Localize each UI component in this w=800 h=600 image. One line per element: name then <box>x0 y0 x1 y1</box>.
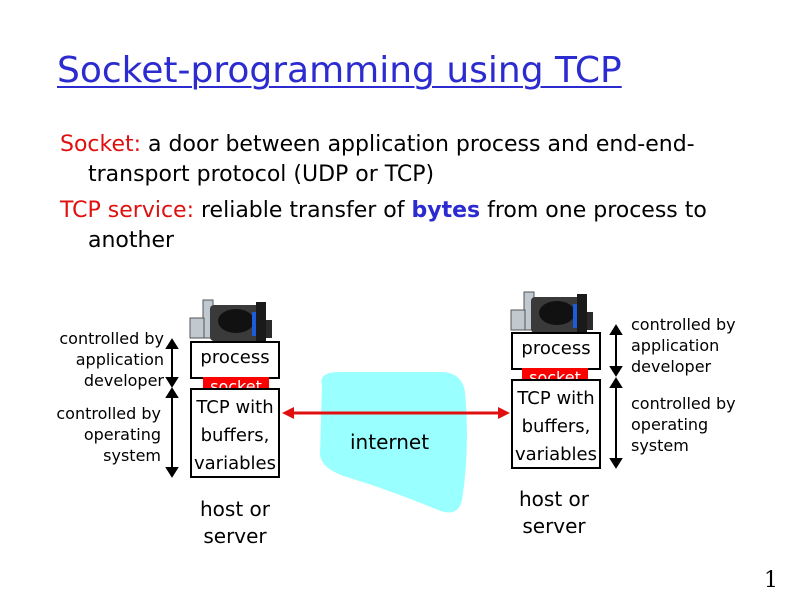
right-controlled-by-app: controlled by application developer <box>631 315 736 376</box>
page-number: 1 <box>764 568 778 593</box>
right-tcp-box: TCP with buffers, variables <box>511 379 601 469</box>
internet-cloud <box>320 372 467 513</box>
computer-icon-right <box>510 291 593 334</box>
right-process-box: process <box>511 332 601 370</box>
left-os-bracket <box>165 387 179 478</box>
left-process-box: process <box>190 341 280 379</box>
right-host-label: host or server <box>519 487 589 538</box>
right-app-bracket <box>609 324 623 377</box>
left-tcp-box: TCP with buffers, variables <box>190 388 280 478</box>
slide-title: Socket-programming using TCP <box>57 50 622 91</box>
left-controlled-by-os: controlled by operating system <box>56 404 161 465</box>
tcp-connection-arrow <box>282 407 510 419</box>
computer-icon-left <box>189 299 272 342</box>
internet-label: internet <box>350 430 430 454</box>
term-socket: Socket: <box>60 132 142 157</box>
left-controlled-by-app: controlled by application developer <box>59 329 164 390</box>
term-tcp-service: TCP service: <box>60 198 194 223</box>
bullet-socket: Socket: a door between application proce… <box>60 130 778 190</box>
right-os-bracket <box>609 377 623 469</box>
bullet-tcp-text-before: reliable transfer of <box>194 198 412 223</box>
bullet-socket-text: a door between application process and e… <box>88 132 695 187</box>
right-controlled-by-os: controlled by operating system <box>631 394 736 455</box>
bullet-tcp-text-after: from one process to another <box>88 198 707 253</box>
bullet-tcp-service: TCP service: reliable transfer of bytes … <box>60 196 778 256</box>
left-host-label: host or server <box>200 497 270 548</box>
bold-bytes: bytes <box>411 198 481 223</box>
left-app-bracket <box>165 338 179 388</box>
